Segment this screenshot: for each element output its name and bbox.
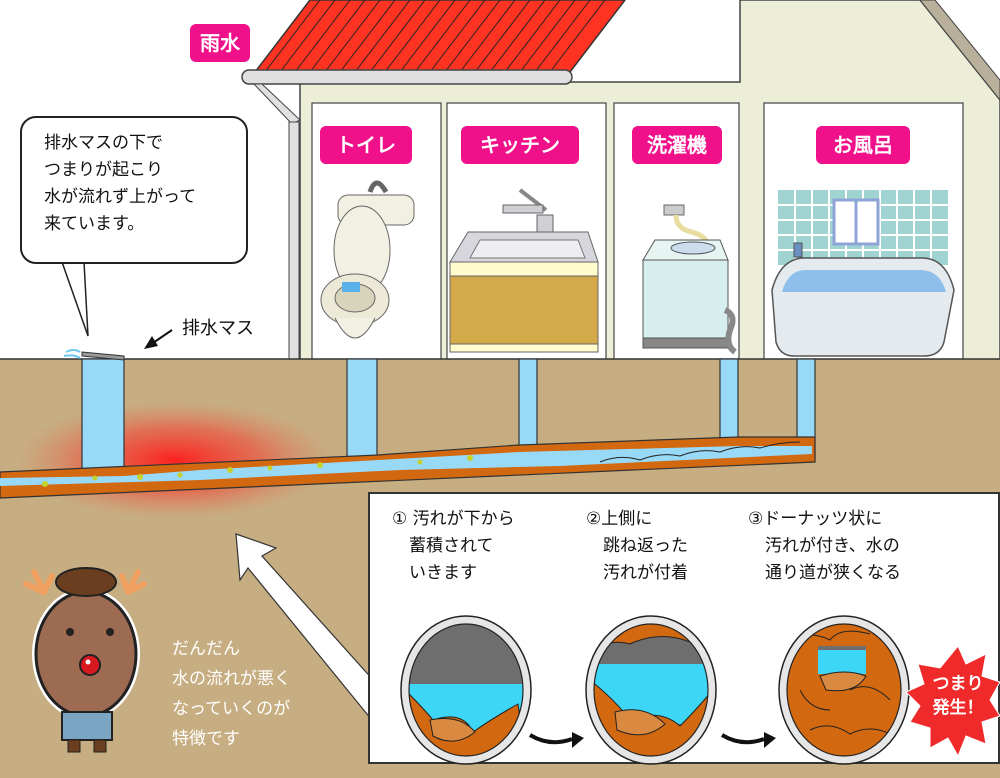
cross-section-3	[778, 615, 910, 765]
tag-washing-machine: 洗濯機	[632, 126, 722, 164]
cross-section-2	[585, 615, 717, 765]
drain-box-icon	[63, 349, 125, 361]
tag-rain-water: 雨水	[190, 24, 250, 62]
step-2: ②上側に 跳ね返った 汚れが付着	[586, 509, 688, 583]
bubble-line: 水が流れず上がって	[44, 187, 197, 207]
drain-pipes	[0, 358, 816, 499]
bubble-line: つまりが起こり	[44, 160, 163, 180]
step-3: ③ドーナッツ状に 汚れが付き、水の 通り道が狭くなる	[748, 509, 901, 583]
clog-occurred-label: つまり 発生！	[932, 674, 984, 718]
kitchen-sink-icon	[449, 188, 599, 353]
drain-box-arrow-icon	[144, 329, 173, 349]
reindeer-mascot-icon	[23, 567, 147, 753]
clog-burst-icon	[905, 645, 1000, 758]
bathtub-icon	[771, 190, 955, 357]
bubble-line: 排水マスの下で	[44, 133, 163, 153]
next-stage-arrow-icon	[528, 733, 765, 745]
bubble-line: 来ています。	[44, 214, 145, 234]
washing-machine-icon	[642, 204, 737, 355]
tag-kitchen: キッチン	[461, 126, 579, 164]
toilet-icon	[320, 180, 415, 339]
step-1: ① 汚れが下から 蓄積されて いきます	[392, 509, 515, 583]
tag-bath: お風呂	[816, 126, 910, 164]
tag-toilet: トイレ	[320, 126, 412, 164]
speech-bubble: 排水マスの下で つまりが起こり 水が流れず上がって 来ています。	[20, 116, 248, 264]
drain-box-label: 排水マス	[182, 318, 254, 339]
cross-section-1	[400, 615, 532, 765]
mascot-caption: だんだん 水の流れが悪く なっていくのが 特徴です	[172, 639, 291, 749]
